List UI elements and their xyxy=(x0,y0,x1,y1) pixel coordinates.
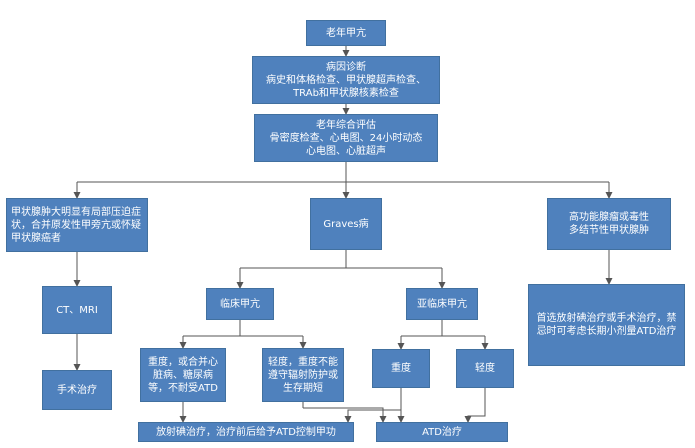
node-nodular-text: 高功能腺瘤或毒性 多结节性甲状腺肿 xyxy=(569,212,649,236)
node-assessment: 老年综合评估 骨密度检查、心电图、24小时动态 心电图、心脏超声 xyxy=(254,114,438,162)
node-graves: Graves病 xyxy=(310,198,382,250)
node-sub-mild: 轻度 xyxy=(456,349,514,388)
node-sub-severe: 重度 xyxy=(372,349,430,388)
connector-sub-severe-radioiodine xyxy=(344,388,402,423)
node-root: 老年甲亢 xyxy=(306,20,386,46)
node-mild-clinical: 轻度，重度不能遵守辐射防护或生存期短 xyxy=(262,348,344,402)
node-clinical: 临床甲亢 xyxy=(206,288,274,320)
node-radioiodine: 放射碘治疗，治疗前后给予ATD控制甲功 xyxy=(138,422,354,442)
node-subclinical: 亚临床甲亢 xyxy=(406,288,478,320)
node-diagnosis-text: 病因诊断 病史和体格检查、甲状腺超声检查、 TRAb和甲状腺核素检查 xyxy=(266,61,426,99)
node-surgery: 手术治疗 xyxy=(42,370,112,410)
node-nodular: 高功能腺瘤或毒性 多结节性甲状腺肿 xyxy=(547,198,671,250)
node-malignancy: 甲状腺肿大明显有局部压迫症状，合并原发性甲旁亢或怀疑甲状腺癌者 xyxy=(6,198,148,252)
node-nodular-treatment: 首选放射碘治疗或手术治疗，禁忌时可考虑长期小剂量ATD治疗 xyxy=(528,284,685,366)
node-diagnosis: 病因诊断 病史和体格检查、甲状腺超声检查、 TRAb和甲状腺核素检查 xyxy=(252,56,440,104)
connector-mild-atd-route xyxy=(303,407,387,423)
node-ct-mri: CT、MRI xyxy=(42,286,112,334)
connector-sub-mild-atd xyxy=(464,388,486,423)
node-severe-clinical: 重度，或合并心脏病、糖尿病等，不耐受ATD xyxy=(140,348,226,402)
node-atd: ATD治疗 xyxy=(376,422,508,442)
node-assessment-text: 老年综合评估 骨密度检查、心电图、24小时动态 心电图、心脏超声 xyxy=(269,119,423,157)
